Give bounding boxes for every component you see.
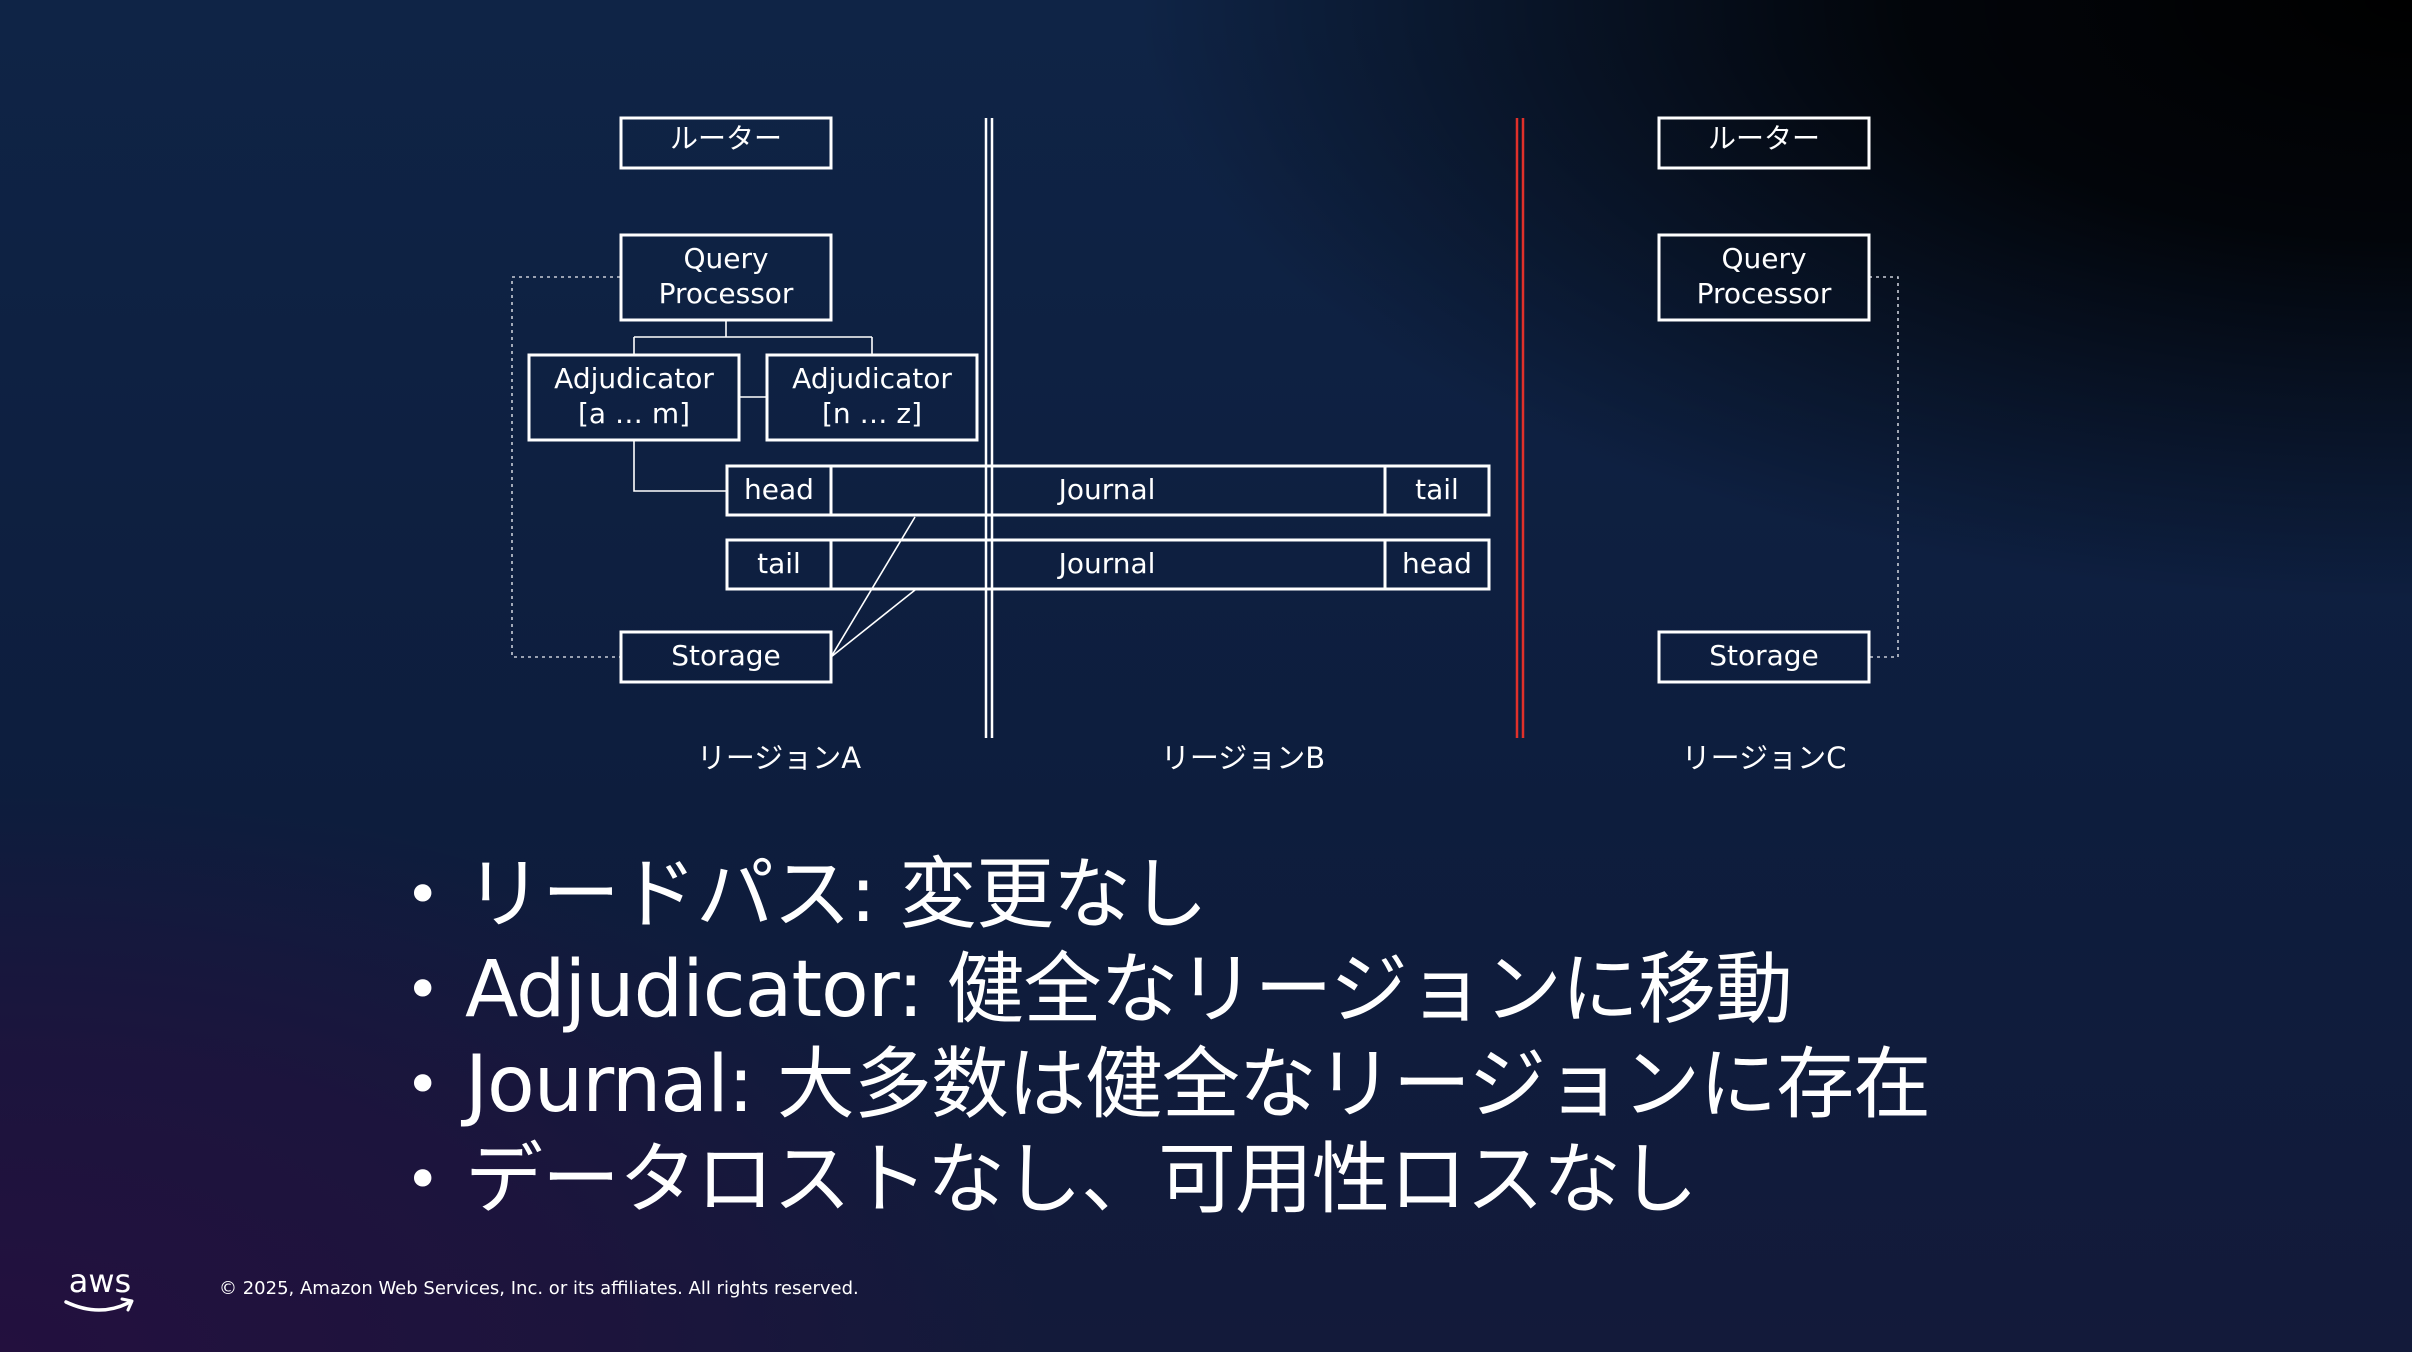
adjudicator-n-z-line2: [n … z] [822,397,922,430]
regionC-dotted-outline [1869,276,1899,658]
adjudicator-a-m-line2: [a … m] [578,397,690,430]
aws-logo-icon: aws [64,1262,134,1312]
regionA-storage-label: Storage [671,639,781,672]
bullet-text: データロストなし、可用性ロスなし [465,1135,1698,1225]
copyright-footer: © 2025, Amazon Web Services, Inc. or its… [219,1278,859,1299]
regionC-qp-line1: Query [1721,242,1806,275]
regionA-query-processor-box [619,233,833,322]
regionA-qp-line2: Processor [659,277,794,310]
adjudicator-n-z-line1: Adjudicator [792,362,952,395]
regionC-router-box [1657,116,1871,170]
journal2-bar [725,538,1491,591]
storage-journal-link-1 [830,516,916,658]
bullet-marker: • [405,860,440,930]
regionC-storage-label: Storage [1709,639,1819,672]
journal2-head-label: head [1402,547,1472,580]
bullet-item: • Adjudicator: 健全なリージョンに移動 [405,943,1930,1038]
regionA-router-box [619,116,833,170]
journal1-tail-label: tail [1415,473,1459,506]
regionC-label: リージョンC [1682,741,1847,775]
regionC-qp-line2: Processor [1697,277,1832,310]
adjudicator-to-journal-connector [633,440,727,492]
journal1-title: Journal [1057,473,1156,506]
bullet-item: • データロストなし、可用性ロスなし [405,1133,1930,1228]
regionC-router-label: ルーター [1708,122,1820,155]
aws-logo-text: aws [69,1262,131,1300]
bullet-text: リードパス: 変更なし [465,850,1208,940]
regionA-storage-box [619,630,833,684]
journal2-tail-label: tail [757,547,801,580]
summary-bullet-list: • リードパス: 変更なし • Adjudicator: 健全なリージョンに移動 •… [405,848,1931,1228]
journal2-title: Journal [1057,547,1156,580]
qp-to-adjudicators-connector [633,320,873,356]
storage-journal-link-2 [830,589,916,658]
bullet-text: Journal: 大多数は健全なリージョンに存在 [465,1040,1931,1130]
regionA-B-divider [984,118,994,738]
adjudicator-a-m-box [527,353,741,442]
bullet-item: • Journal: 大多数は健全なリージョンに存在 [405,1038,1931,1133]
bullet-text: Adjudicator: 健全なリージョンに移動 [465,945,1793,1035]
bullet-item: • リードパス: 変更なし [405,848,1930,943]
journal1-bar [725,464,1491,517]
journal1-head-label: head [744,473,814,506]
adjudicator-a-m-line1: Adjudicator [554,362,714,395]
regionC-storage-box [1657,630,1871,684]
regionA-router-label: ルーター [670,122,782,155]
bullet-marker: • [405,1145,440,1215]
regionA-label: リージョンA [697,741,861,775]
regionB-C-failed-divider [1515,118,1525,738]
regionB-label: リージョンB [1161,741,1325,775]
bullet-marker: • [405,1050,440,1120]
regionA-dotted-outline [511,276,620,658]
adjudicator-n-z-box [765,353,979,442]
regionC-query-processor-box [1657,233,1871,322]
bullet-marker: • [405,955,440,1025]
regionA-qp-line1: Query [683,242,768,275]
